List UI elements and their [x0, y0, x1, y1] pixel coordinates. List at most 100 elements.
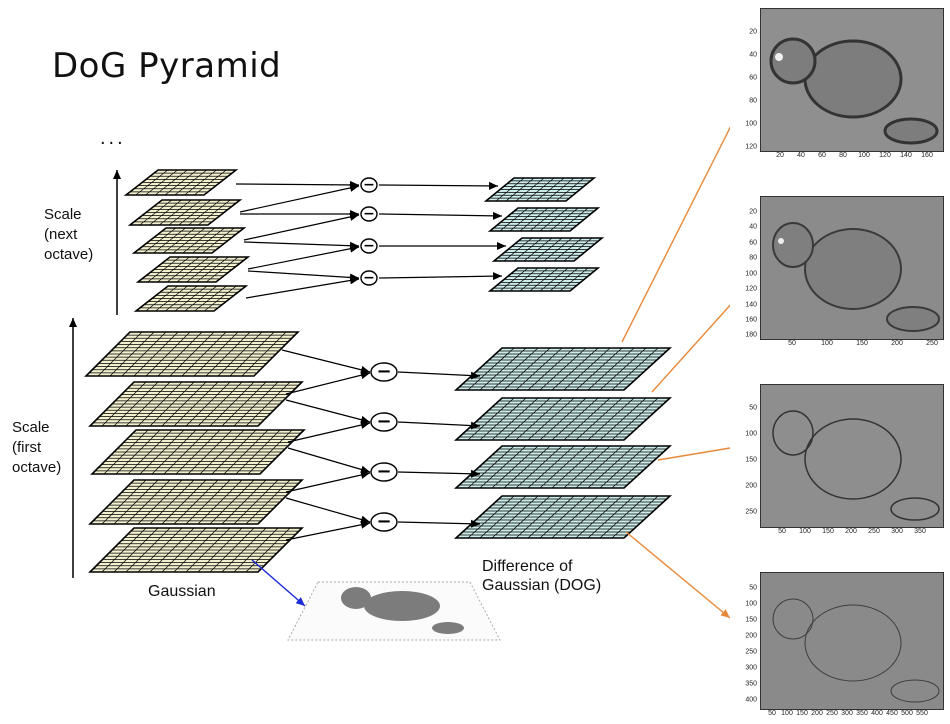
x-tick: 350 — [914, 528, 926, 535]
x-tick: 200 — [845, 528, 857, 535]
orange-arrow-2 — [651, 291, 743, 393]
scale-next-line-1: Scale — [44, 206, 82, 223]
x-tick: 200 — [811, 710, 823, 717]
y-tick: 200 — [745, 482, 757, 490]
x-tick: 50 — [768, 710, 776, 717]
y-tick: 250 — [745, 648, 757, 656]
x-tick: 450 — [886, 710, 898, 717]
scale-axes — [69, 170, 121, 578]
next-result-arrow-2 — [378, 211, 503, 220]
x-tick: 500 — [901, 710, 913, 717]
first-diff-arrow-bottom-1 — [285, 371, 371, 395]
gaussian-first-layer-5 — [88, 527, 304, 573]
scale-first-line-3: octave) — [12, 459, 62, 476]
minus-node-next-4: − — [360, 270, 378, 286]
svg-text:−: − — [376, 411, 391, 432]
gaussian-label: Gaussian — [148, 583, 216, 600]
x-tick: 140 — [900, 152, 912, 159]
y-tick: 180 — [745, 331, 757, 339]
minus-node-first-3: − — [370, 461, 398, 482]
minus-node-first-1: − — [370, 361, 398, 382]
y-tick: 250 — [745, 508, 757, 516]
orange-arrow-3 — [657, 443, 743, 461]
beaver-silhouette-2 — [761, 197, 943, 339]
x-tick: 300 — [841, 710, 853, 717]
image-2-y-ticks: 20 40 60 80 100 120 140 160 180 — [730, 196, 757, 339]
x-tick: 150 — [856, 340, 868, 347]
next-result-arrow-1 — [378, 181, 499, 190]
y-tick: 300 — [745, 664, 757, 672]
svg-text:−: − — [376, 511, 391, 532]
x-tick: 350 — [856, 710, 868, 717]
svg-text:−: − — [363, 238, 375, 254]
x-tick: 400 — [871, 710, 883, 717]
first-diff-arrow-top-3 — [287, 447, 371, 474]
gaussian-next-layer-1 — [123, 169, 239, 196]
x-tick: 250 — [826, 710, 838, 717]
beaver-silhouette-1 — [761, 9, 943, 151]
image-4-y-ticks: 50 100 150 200 250 300 350 400 — [730, 572, 757, 708]
x-tick: 120 — [879, 152, 891, 159]
first-diff-arrow-top-1 — [281, 349, 371, 374]
gaussian-next-layer-3 — [131, 227, 247, 254]
y-tick: 160 — [745, 316, 757, 324]
gaussian-next-layer-4 — [135, 256, 251, 283]
y-tick: 60 — [749, 74, 757, 82]
y-tick: 100 — [745, 600, 757, 608]
y-tick: 80 — [749, 254, 757, 262]
image-3-x-ticks: 50 100 150 200 250 300 350 — [760, 528, 942, 540]
first-result-arrow-2 — [397, 421, 481, 430]
minus-node-first-2: − — [370, 411, 398, 432]
y-tick: 20 — [749, 28, 757, 36]
next-diff-arrow-bottom-2 — [243, 213, 360, 241]
minus-node-next-3: − — [360, 238, 378, 254]
gaussian-first-layer-1 — [84, 331, 300, 377]
dog-next-layer-4 — [487, 267, 601, 292]
x-tick: 550 — [916, 710, 928, 717]
next-diff-arrow-top-3 — [243, 241, 360, 250]
x-tick: 100 — [781, 710, 793, 717]
minus-node-next-2: − — [360, 206, 378, 222]
svg-text:−: − — [363, 177, 375, 193]
x-tick: 60 — [818, 152, 826, 159]
page-title: DoG Pyramid — [52, 46, 282, 86]
x-tick: 80 — [839, 152, 847, 159]
y-tick: 80 — [749, 97, 757, 105]
x-tick: 20 — [776, 152, 784, 159]
y-tick: 100 — [745, 270, 757, 278]
image-1-x-ticks: 20 40 60 80 100 120 140 160 — [760, 152, 942, 164]
x-tick: 250 — [868, 528, 880, 535]
next-diff-arrow-top-1 — [235, 180, 360, 189]
scale-first-line-1: Scale — [12, 419, 50, 436]
dog-result-image-1: 20 40 60 80 100 120 20 40 60 80 100 120 … — [730, 2, 948, 170]
gaussian-first-layer-4 — [88, 479, 304, 525]
svg-text:−: − — [363, 270, 375, 286]
gaussian-first-layer-3 — [90, 429, 306, 475]
y-tick: 40 — [749, 51, 757, 59]
y-tick: 120 — [745, 285, 757, 293]
dog-label-line-2: Gaussian (DOG) — [482, 577, 602, 594]
gaussian-next-layer-2 — [127, 199, 243, 226]
dog-next-layer-1 — [483, 177, 597, 202]
first-diff-arrow-bottom-3 — [285, 471, 371, 493]
y-tick: 140 — [745, 301, 757, 309]
dog-first-layer-1 — [453, 347, 673, 391]
next-result-arrow-4 — [378, 272, 503, 281]
first-diff-arrow-top-2 — [285, 399, 371, 424]
next-diff-arrow-top-4 — [247, 270, 360, 282]
scale-next-octave-label: Scale (next octave) — [44, 205, 93, 265]
image-plot-2 — [760, 196, 944, 340]
next-diff-arrow-bottom-3 — [247, 244, 360, 270]
x-tick: 40 — [797, 152, 805, 159]
scale-first-line-2: (first — [12, 439, 42, 456]
y-tick: 150 — [745, 616, 757, 624]
x-tick: 160 — [921, 152, 933, 159]
gaussian-to-image-arrow — [251, 559, 306, 607]
svg-text:−: − — [376, 361, 391, 382]
image-plot-4 — [760, 572, 944, 710]
image-3-y-ticks: 50 100 150 200 250 — [730, 384, 757, 526]
y-tick: 50 — [749, 584, 757, 592]
x-tick: 300 — [891, 528, 903, 535]
dog-label-line-1: Difference of — [482, 558, 573, 575]
